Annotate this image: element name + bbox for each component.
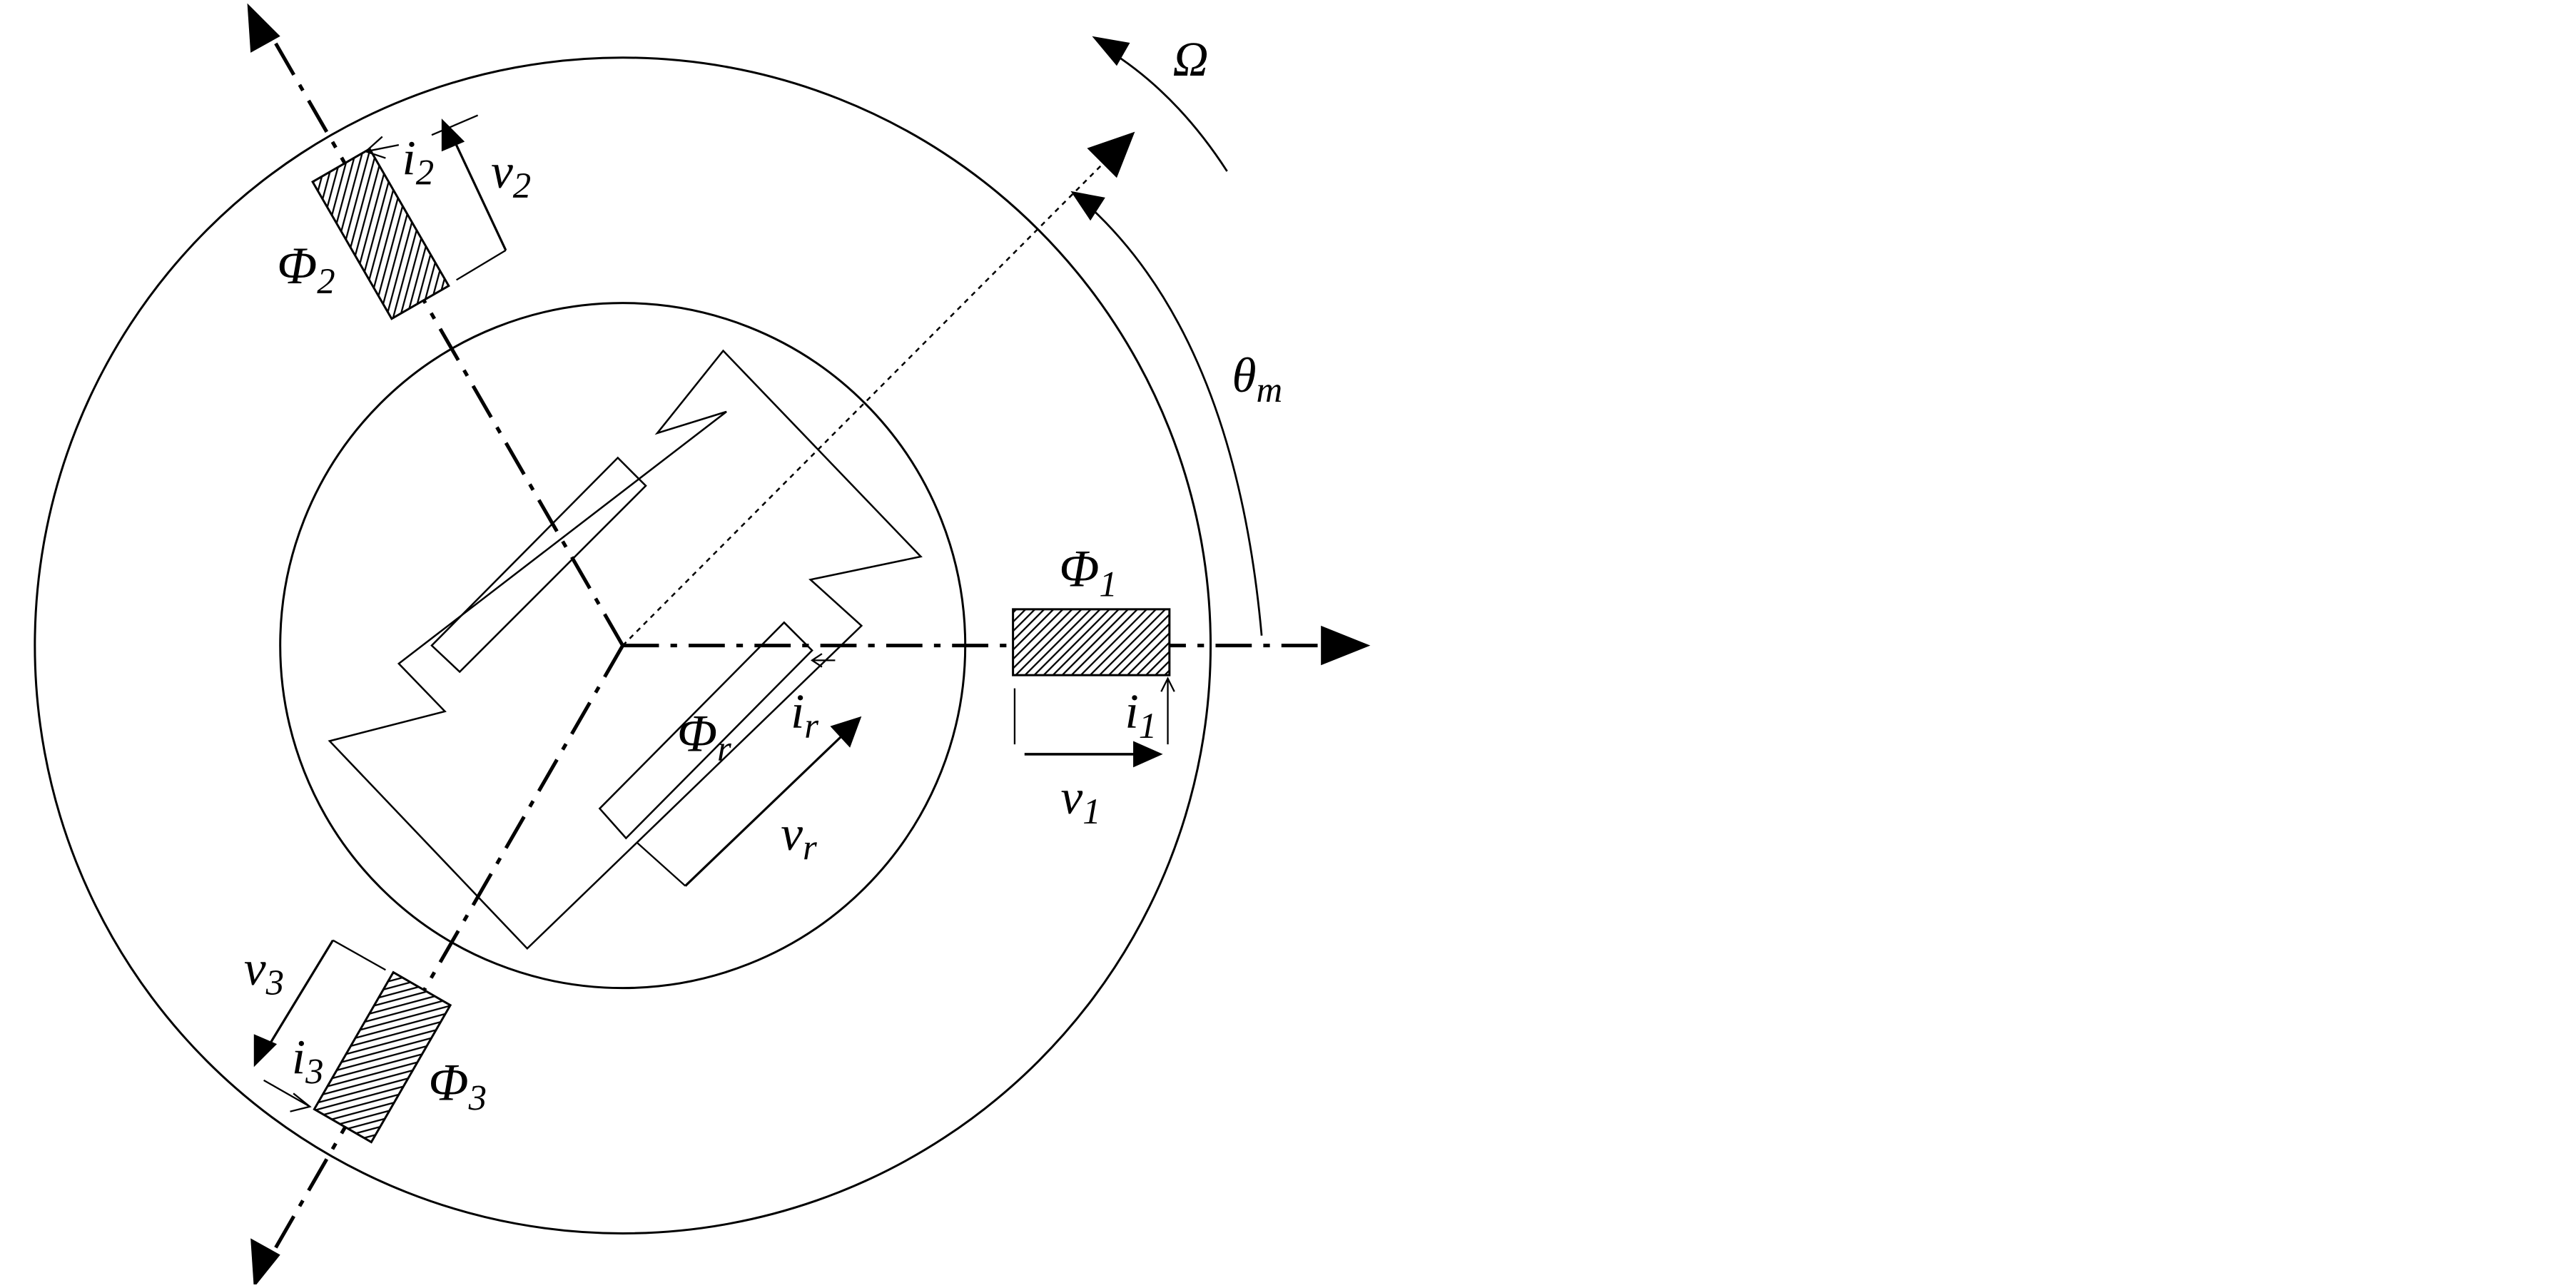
phase2-axis-arrowhead [247, 3, 280, 53]
v2-bracket-top [431, 114, 479, 136]
i2-lead [365, 143, 400, 153]
i2-arrowhead [364, 136, 386, 159]
v1-arrowhead [1133, 741, 1163, 768]
v2-bracket-bottom [456, 249, 507, 281]
vr-label: vr [781, 806, 817, 868]
i2-label: i2 [402, 131, 434, 193]
phase2-axis [260, 19, 624, 646]
omega-arrowhead [1092, 36, 1130, 66]
v1-label: v1 [1061, 769, 1101, 831]
ir-label: ir [791, 684, 818, 746]
phase1-axis-arrowhead [1321, 625, 1371, 666]
i3-label: i3 [292, 1030, 324, 1092]
theta-arrowhead [1070, 191, 1105, 221]
i1-label: i1 [1125, 684, 1157, 746]
v3-bracket-top [332, 939, 386, 971]
phase3-axis-arrowhead [250, 1238, 280, 1288]
vr-bracket [637, 842, 686, 887]
theta-label: θm [1232, 348, 1283, 410]
phir-label: Φr [677, 704, 731, 769]
coil-3 [313, 970, 452, 1144]
v2-label: v2 [491, 143, 531, 206]
rotor-body [328, 349, 923, 950]
vr-arrowhead [830, 716, 862, 748]
rotor-axis [622, 151, 1116, 646]
omega-label: Ω [1172, 31, 1208, 86]
phi2-label: Φ2 [277, 236, 335, 301]
i3-arrowhead [290, 1092, 312, 1112]
vr-arrow-line [684, 734, 845, 887]
ir-arrowhead [810, 653, 823, 668]
i1-arrowhead [1160, 676, 1175, 692]
i3-lead [263, 1079, 310, 1107]
rotor-axis-arrowhead [1087, 131, 1135, 178]
rotor-slot-lower [598, 621, 813, 840]
v3-label: v3 [244, 940, 284, 1003]
phi3-label: Φ3 [428, 1053, 487, 1118]
coil-2 [311, 147, 450, 320]
v2-arrow-line [453, 141, 507, 251]
omega-arc [1106, 49, 1228, 172]
v3-arrowhead [253, 1034, 278, 1068]
theta-arc [1090, 206, 1263, 636]
coil-1 [1012, 608, 1171, 676]
phase3-axis [260, 644, 624, 1272]
v2-arrowhead [441, 118, 465, 152]
v3-arrow-line [263, 939, 334, 1055]
phi1-label: Φ1 [1059, 539, 1117, 604]
rotor-slot-upper [430, 456, 647, 674]
stator-outer-circle [34, 56, 1212, 1234]
